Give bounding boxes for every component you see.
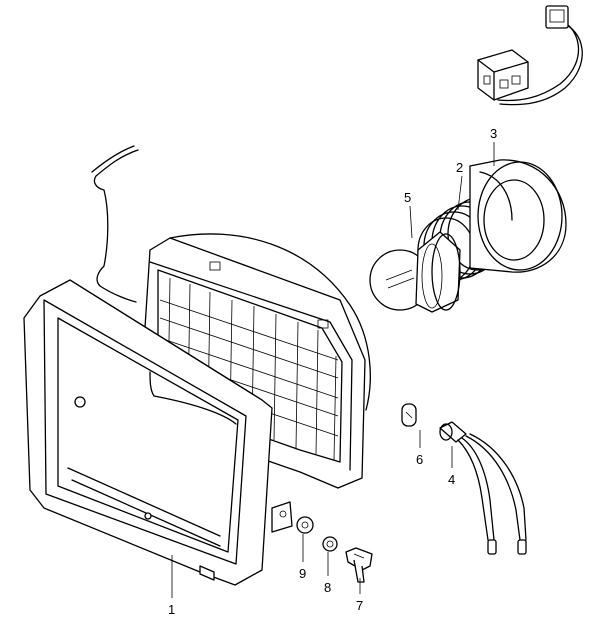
callout-3: 3 [490, 126, 497, 141]
small-bulb-drawing [401, 403, 417, 427]
callout-1: 1 [168, 602, 175, 617]
socket-cover-drawing [469, 159, 567, 273]
washer-large-drawing [296, 516, 314, 534]
screw-drawing [345, 547, 373, 583]
wire-lead-drawing [91, 145, 139, 303]
callout-4: 4 [448, 472, 455, 487]
callout-9: 9 [299, 566, 306, 581]
callout-8: 8 [324, 580, 331, 595]
callout-6: 6 [416, 452, 423, 467]
washer-small-drawing [322, 536, 338, 552]
leader-lines [171, 142, 495, 598]
callout-5: 5 [404, 190, 411, 205]
callout-7: 7 [356, 598, 363, 613]
connector-socket-drawing [477, 5, 583, 106]
callout-2: 2 [456, 160, 463, 175]
bulb-drawing [369, 231, 461, 313]
headlamp-rim-drawing [23, 279, 293, 586]
bulb-socket-drawing [439, 421, 527, 555]
